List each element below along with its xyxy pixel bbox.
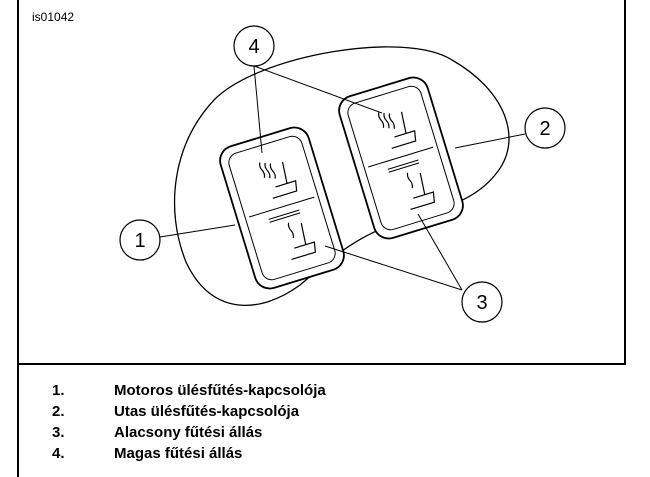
leader-lines xyxy=(159,65,526,291)
legend-item: 2. Utas ülésfűtés-kapcsolója xyxy=(52,401,326,422)
legend-item: 1. Motoros ülésfűtés-kapcsolója xyxy=(52,380,326,401)
callout-1: 1 xyxy=(119,219,161,261)
diagram-svg: 1 2 3 4 xyxy=(119,25,566,323)
callout-4-label: 4 xyxy=(248,36,259,58)
callout-1-label: 1 xyxy=(134,230,145,252)
callout-3: 3 xyxy=(461,281,503,323)
legend-text: Utas ülésfűtés-kapcsolója xyxy=(114,403,300,420)
legend: 1. Motoros ülésfűtés-kapcsolója 2. Utas … xyxy=(52,380,326,464)
seat-heat-high-icon xyxy=(258,161,298,199)
callout-2-label: 2 xyxy=(539,118,550,140)
callout-3-label: 3 xyxy=(476,292,487,314)
legend-item: 4. Magas fűtési állás xyxy=(52,443,326,464)
legend-text: Alacsony fűtési állás xyxy=(114,424,263,441)
driver-switch xyxy=(219,126,345,290)
seat-heat-high-icon xyxy=(377,111,417,149)
legend-number: 3. xyxy=(52,424,65,441)
seat-heat-low-icon xyxy=(287,222,317,261)
legend-number: 1. xyxy=(52,382,65,399)
figure-id: is01042 xyxy=(32,10,75,24)
legend-item: 3. Alacsony fűtési állás xyxy=(52,422,326,443)
legend-number: 2. xyxy=(52,403,65,420)
legend-text: Magas fűtési állás xyxy=(114,445,243,462)
legend-text: Motoros ülésfűtés-kapcsolója xyxy=(114,382,326,399)
legend-number: 4. xyxy=(52,445,65,462)
callout-4: 4 xyxy=(233,25,275,67)
figure-frame xyxy=(17,0,626,365)
left-rule xyxy=(17,365,19,477)
callout-2: 2 xyxy=(524,107,566,149)
passenger-switch xyxy=(338,76,464,240)
seat-heat-low-icon xyxy=(406,172,436,211)
